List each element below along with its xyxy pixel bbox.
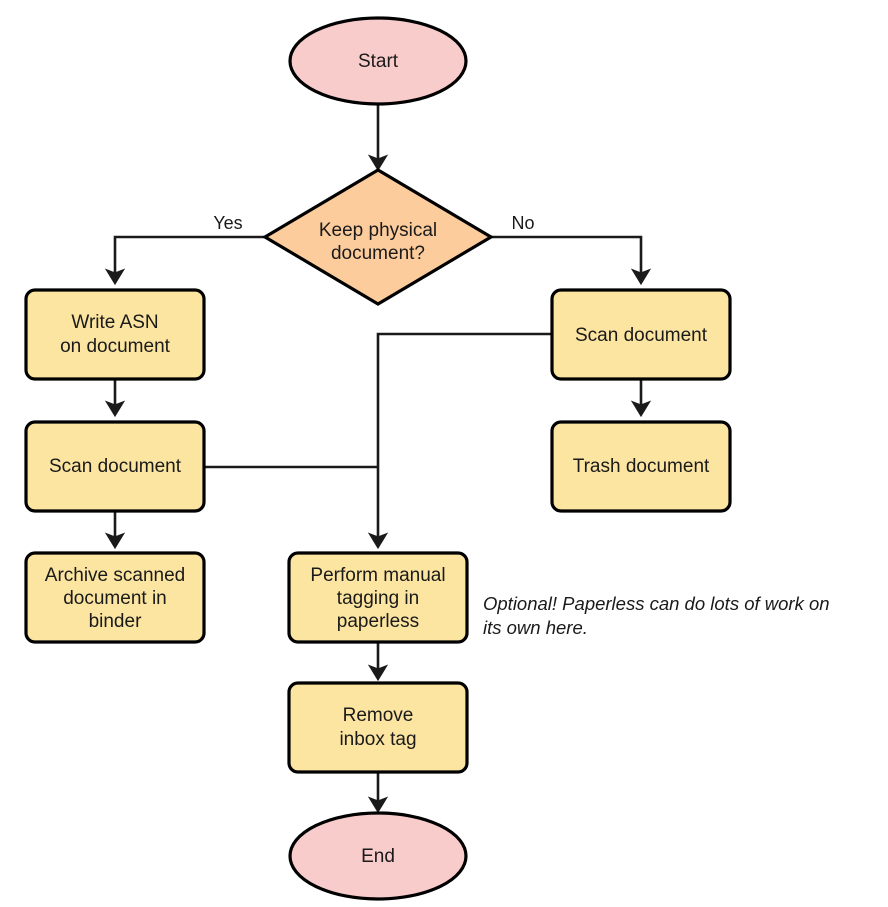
edge-label-no: No bbox=[511, 213, 534, 233]
node-perform-manual-tagging[interactable]: Perform manual tagging in paperless bbox=[287, 551, 469, 644]
optional-note-line2: its own here. bbox=[483, 617, 588, 638]
end-label: End bbox=[361, 846, 395, 867]
trash-box-shape bbox=[550, 420, 732, 513]
archive-label-line3: binder bbox=[89, 611, 142, 632]
edge-scan-right-to-tagging bbox=[367, 332, 552, 550]
edge-label-yes: Yes bbox=[213, 213, 242, 233]
node-trash-document[interactable]: Trash document bbox=[550, 420, 732, 513]
edge-layer bbox=[104, 101, 652, 814]
tagging-label-line2: tagging in bbox=[337, 588, 419, 609]
edge-decision-yes-to-write-asn bbox=[104, 235, 265, 286]
tagging-label-line1: Perform manual bbox=[310, 565, 445, 586]
node-end[interactable]: End bbox=[288, 811, 468, 901]
scan-left-label: Scan document bbox=[49, 456, 182, 477]
node-scan-document-right[interactable]: Scan document bbox=[550, 288, 732, 381]
scan-right-label: Scan document bbox=[575, 325, 708, 346]
archive-label-line1: Archive scanned bbox=[45, 565, 185, 586]
tagging-box-shape bbox=[287, 551, 469, 644]
trash-label: Trash document bbox=[573, 456, 710, 477]
write-asn-label-line1: Write ASN bbox=[71, 312, 158, 333]
node-write-asn-on-document[interactable]: Write ASN on document bbox=[24, 288, 206, 381]
end-ellipse-shape bbox=[288, 811, 468, 901]
archive-box-shape bbox=[24, 551, 206, 644]
node-scan-document-left[interactable]: Scan document bbox=[24, 420, 206, 513]
node-archive-scanned-document[interactable]: Archive scanned document in binder bbox=[24, 551, 206, 644]
node-decision-keep-physical-document[interactable]: Keep physical document? bbox=[261, 168, 495, 306]
remove-inbox-label-line2: inbox tag bbox=[339, 729, 416, 750]
remove-inbox-label-line1: Remove bbox=[343, 705, 414, 726]
scan-left-box-shape bbox=[24, 420, 206, 513]
decision-label-line1: Keep physical bbox=[319, 220, 437, 241]
annotation-optional-note: Optional! Paperless can do lots of work … bbox=[483, 593, 830, 638]
write-asn-box-shape bbox=[24, 288, 206, 381]
scan-right-box-shape bbox=[550, 288, 732, 381]
edge-decision-no-to-scan-right bbox=[491, 235, 652, 286]
archive-label-line2: document in bbox=[63, 588, 167, 609]
remove-inbox-box-shape bbox=[287, 681, 469, 774]
decision-diamond-shape bbox=[261, 168, 495, 306]
start-ellipse-shape bbox=[288, 16, 468, 106]
start-label: Start bbox=[358, 51, 399, 72]
optional-note-line1: Optional! Paperless can do lots of work … bbox=[483, 593, 830, 614]
decision-label-line2: document? bbox=[331, 243, 425, 264]
node-remove-inbox-tag[interactable]: Remove inbox tag bbox=[287, 681, 469, 774]
tagging-label-line3: paperless bbox=[337, 611, 419, 632]
node-start[interactable]: Start bbox=[288, 16, 468, 106]
write-asn-label-line2: on document bbox=[60, 336, 171, 357]
